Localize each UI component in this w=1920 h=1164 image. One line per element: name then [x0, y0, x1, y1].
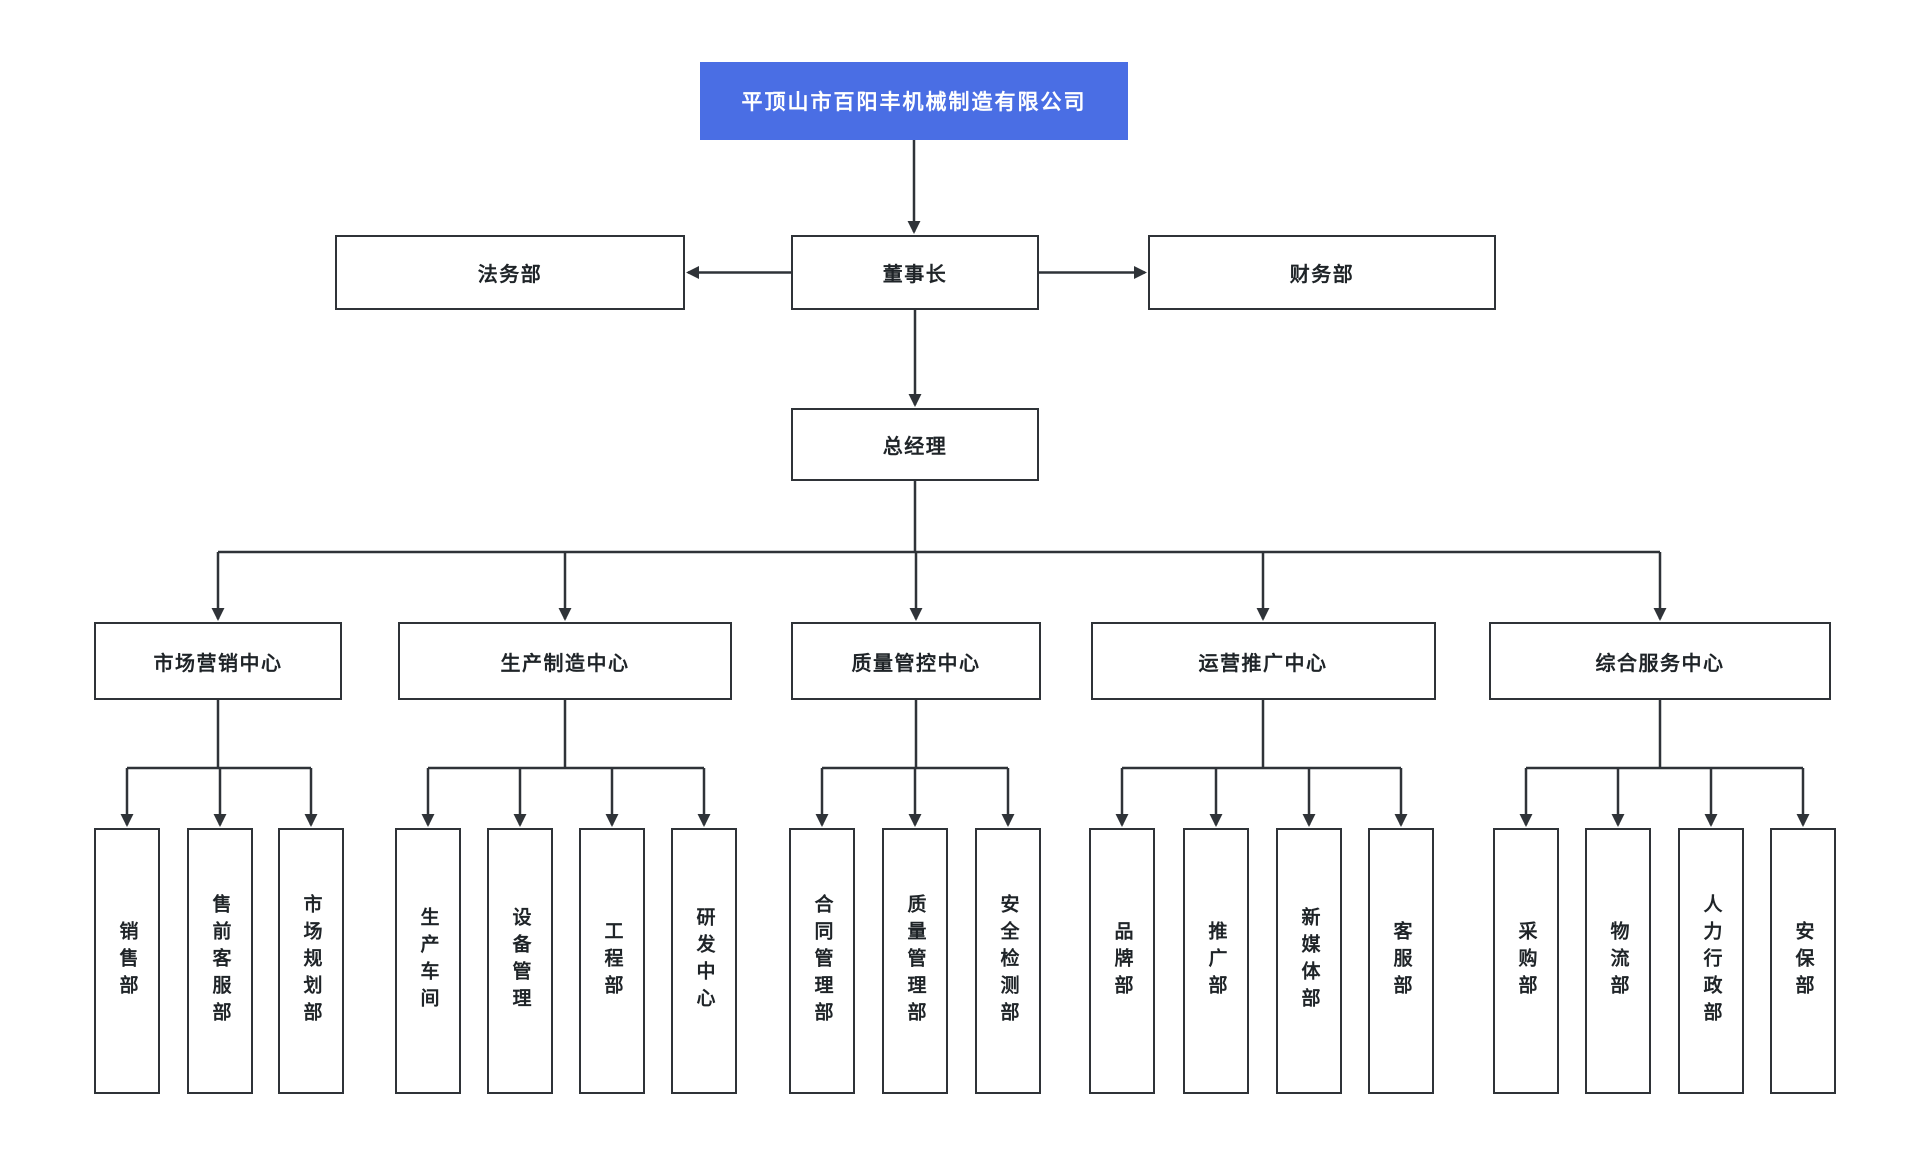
dept-node-0-1: 售前客服部 [187, 828, 253, 1094]
dept-node-4-3: 安保部 [1770, 828, 1836, 1094]
dept-node-3-3: 客服部 [1368, 828, 1434, 1094]
center-node-0-label: 市场营销中心 [153, 652, 283, 675]
dept-node-1-0-label: 生产车间 [417, 907, 439, 1015]
dept-node-2-0-label: 合同管理部 [811, 893, 833, 1029]
center-node-1: 生产制造中心 [398, 622, 732, 700]
dept-node-3-2: 新媒体部 [1276, 828, 1342, 1094]
company-root-node-label: 平顶山市百阳丰机械制造有限公司 [741, 91, 1087, 114]
dept-node-3-2-label: 新媒体部 [1298, 907, 1320, 1015]
chairman-node: 董事长 [791, 235, 1039, 310]
dept-node-1-2-label: 工程部 [601, 920, 623, 1002]
dept-node-4-3-label: 安保部 [1792, 920, 1814, 1002]
dept-node-0-2: 市场规划部 [278, 828, 344, 1094]
dept-node-3-0: 品牌部 [1089, 828, 1155, 1094]
dept-node-2-2-label: 安全检测部 [997, 893, 1019, 1029]
chairman-node-label: 董事长 [882, 264, 948, 286]
dept-node-1-1: 设备管理 [487, 828, 553, 1094]
dept-node-1-3-label: 研发中心 [693, 907, 715, 1015]
finance-dept-node-label: 财务部 [1289, 264, 1355, 286]
dept-node-1-0: 生产车间 [395, 828, 461, 1094]
dept-node-2-0: 合同管理部 [789, 828, 855, 1094]
dept-node-4-2-label: 人力行政部 [1700, 893, 1722, 1029]
dept-node-1-3: 研发中心 [671, 828, 737, 1094]
dept-node-4-2: 人力行政部 [1678, 828, 1744, 1094]
dept-node-4-1: 物流部 [1585, 828, 1651, 1094]
dept-node-4-0: 采购部 [1493, 828, 1559, 1094]
legal-dept-node: 法务部 [335, 235, 685, 310]
general-manager-node-label: 总经理 [882, 436, 948, 458]
dept-node-4-0-label: 采购部 [1515, 920, 1537, 1002]
legal-dept-node-label: 法务部 [477, 264, 543, 286]
dept-node-3-0-label: 品牌部 [1111, 920, 1133, 1002]
general-manager-node: 总经理 [791, 408, 1039, 481]
center-node-0: 市场营销中心 [94, 622, 342, 700]
center-node-4-label: 综合服务中心 [1595, 652, 1725, 675]
dept-node-1-2: 工程部 [579, 828, 645, 1094]
center-node-2-label: 质量管控中心 [851, 652, 981, 675]
center-node-4: 综合服务中心 [1489, 622, 1831, 700]
center-node-2: 质量管控中心 [791, 622, 1041, 700]
dept-node-3-3-label: 客服部 [1390, 920, 1412, 1002]
dept-node-2-2: 安全检测部 [975, 828, 1041, 1094]
finance-dept-node: 财务部 [1148, 235, 1496, 310]
dept-node-1-1-label: 设备管理 [509, 907, 531, 1015]
dept-node-0-0-label: 销售部 [116, 920, 138, 1002]
dept-node-0-1-label: 售前客服部 [209, 893, 231, 1029]
dept-node-3-1: 推广部 [1183, 828, 1249, 1094]
center-node-1-label: 生产制造中心 [500, 652, 630, 675]
dept-node-3-1-label: 推广部 [1205, 920, 1227, 1002]
center-node-3-label: 运营推广中心 [1198, 652, 1328, 675]
dept-node-4-1-label: 物流部 [1607, 920, 1629, 1002]
dept-node-0-2-label: 市场规划部 [300, 893, 322, 1029]
dept-node-2-1-label: 质量管理部 [904, 893, 926, 1029]
dept-node-2-1: 质量管理部 [882, 828, 948, 1094]
center-node-3: 运营推广中心 [1090, 622, 1436, 700]
dept-node-0-0: 销售部 [94, 828, 160, 1094]
company-root-node: 平顶山市百阳丰机械制造有限公司 [700, 62, 1128, 140]
